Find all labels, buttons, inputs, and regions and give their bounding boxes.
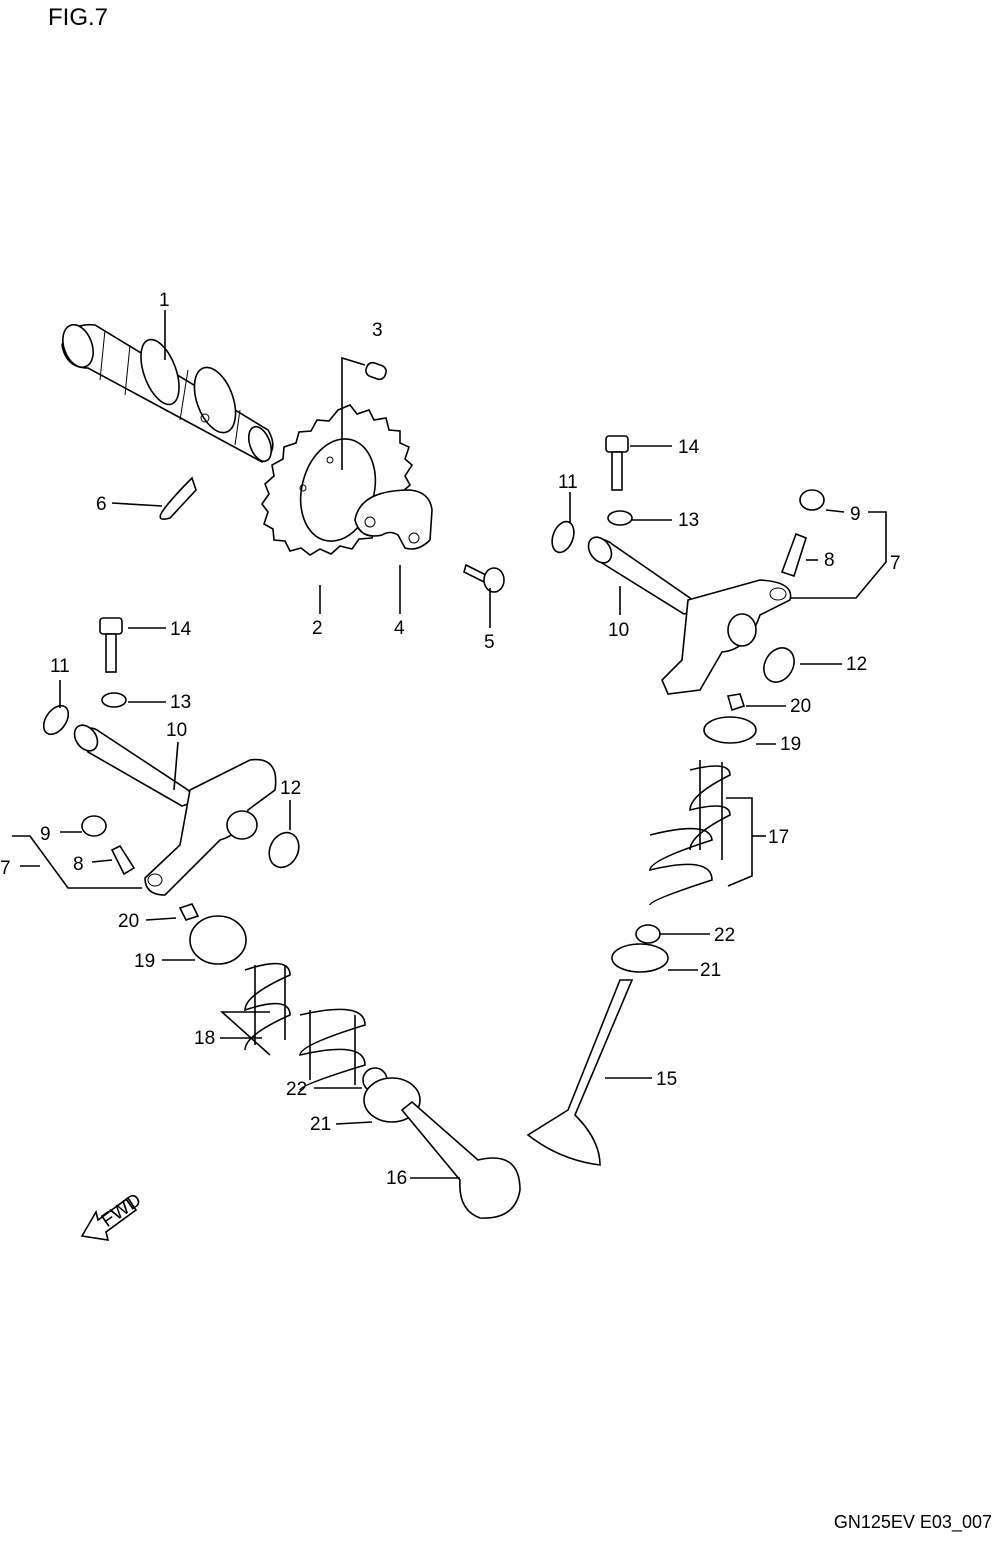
callout-11-right: 11 [558, 472, 578, 493]
callout-22-left: 22 [286, 1079, 307, 1100]
dowel-pin [341, 356, 387, 470]
callout-16: 16 [386, 1168, 407, 1189]
callout-21-right: 21 [700, 960, 721, 981]
nut-left [81, 815, 107, 837]
rocker-shaft-right [587, 536, 695, 615]
callout-21-left: 21 [310, 1114, 331, 1135]
o-ring-right [551, 520, 575, 554]
callout-20-right: 20 [790, 696, 811, 717]
callout-19-right: 19 [780, 734, 801, 755]
bolt-right [605, 435, 629, 491]
callout-18: 18 [194, 1028, 215, 1049]
callout-8-left: 8 [73, 854, 84, 875]
fwd-arrow: FWD [80, 1190, 145, 1241]
o-ring-left [42, 704, 70, 736]
washer-right [607, 510, 633, 526]
seal-right [635, 924, 661, 944]
callout-20-left: 20 [118, 911, 139, 932]
camshaft-clip [159, 476, 197, 520]
callout-2: 2 [312, 618, 323, 639]
callout-12-left: 12 [280, 778, 301, 799]
washer-left [101, 692, 127, 708]
callout-17: 17 [768, 827, 789, 848]
cotter-right [726, 693, 746, 712]
callout-6: 6 [96, 494, 107, 515]
callout-22-right: 22 [714, 925, 735, 946]
callout-3: 3 [372, 320, 383, 341]
cotter-left [178, 903, 200, 921]
adjust-screw-right [780, 532, 807, 578]
callout-15: 15 [656, 1069, 677, 1090]
bolt-left [99, 617, 123, 673]
sprocket-retainer [354, 489, 433, 550]
callout-11-left: 11 [50, 656, 70, 677]
nut-right [799, 489, 825, 511]
callout-14-left: 14 [170, 619, 192, 640]
fwd-label: FWD [98, 1190, 145, 1232]
callout-labels: 1 2 3 4 5 6 7 7 8 8 9 9 10 10 11 11 12 1… [0, 290, 901, 1189]
figure-title: FIG.7 [48, 4, 109, 31]
callout-5: 5 [484, 632, 495, 653]
callout-8-right: 8 [824, 550, 835, 571]
callout-12-right: 12 [846, 654, 867, 675]
sprocket-bolt [463, 563, 505, 593]
wave-washer-right [763, 647, 795, 683]
callout-14-right: 14 [678, 437, 700, 458]
callout-7-left: 7 [0, 858, 11, 879]
callout-10-right: 10 [608, 620, 629, 641]
exhaust-valve [526, 979, 634, 1166]
callout-9-left: 9 [40, 824, 51, 845]
retainer-right [703, 716, 757, 744]
adjust-screw-left [110, 844, 136, 876]
wave-washer-left [268, 831, 300, 869]
valve-spring-right [649, 760, 731, 906]
callout-9-right: 9 [850, 504, 861, 525]
rocker-shaft-left [73, 724, 193, 807]
callout-10-left: 10 [166, 720, 187, 741]
retainer-left [189, 915, 247, 965]
figure-code: GN125EV E03_007 [833, 1512, 992, 1532]
rocker-arm-left [144, 758, 277, 896]
callout-13-left: 13 [170, 692, 191, 713]
valve-spring-left [244, 962, 366, 1091]
callout-13-right: 13 [678, 510, 699, 531]
seat-right [611, 943, 669, 973]
callout-19-left: 19 [134, 951, 155, 972]
rocker-arm-right [661, 579, 792, 695]
intake-valve [400, 1100, 521, 1219]
callout-4: 4 [394, 618, 405, 639]
camshaft [61, 323, 274, 463]
callout-1: 1 [159, 290, 170, 311]
callout-7-right: 7 [890, 553, 901, 574]
leader-lines [12, 310, 887, 1179]
